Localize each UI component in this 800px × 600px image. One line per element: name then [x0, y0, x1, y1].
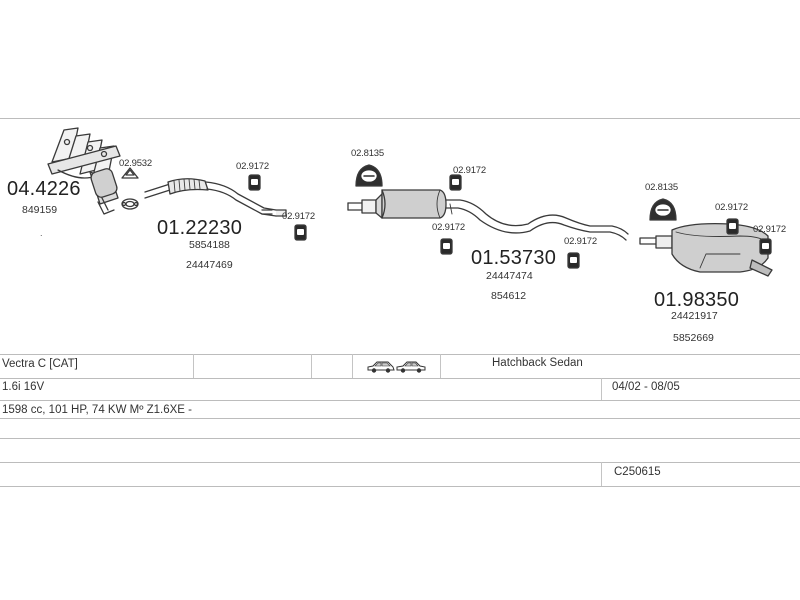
part-ref-rear-silencer-2: 5852669 — [673, 332, 714, 344]
table-rule-2 — [0, 378, 800, 379]
hanger-label-a: 02.8135 — [351, 148, 384, 159]
engine: 1.6i 16V — [2, 381, 45, 393]
exhaust-manifold-catalyst — [47, 127, 121, 215]
hanger-label-b: 02.8135 — [645, 182, 678, 193]
exhaust-system-diagram: . — [40, 127, 773, 277]
table-rule-6 — [0, 462, 800, 463]
clamp-02-9172-f — [726, 218, 739, 235]
table-col-divider-4 — [440, 354, 441, 378]
part-code-center-silencer: 01.53730 — [471, 247, 557, 269]
part-ref-manifold-1: 849159 — [22, 204, 58, 216]
clamp-02-9172-g — [759, 238, 772, 255]
production-years: 04/02 - 08/05 — [612, 381, 680, 393]
clamp-02-9172-c — [449, 174, 462, 191]
table-rule-7 — [0, 486, 800, 487]
catalog-code: C250615 — [614, 466, 661, 478]
table-col-divider-6 — [601, 462, 602, 486]
clamp-02-9172-b — [294, 224, 307, 241]
engine-specs: 1598 cc, 101 HP, 74 KW Mº Z1.6XE - — [2, 404, 192, 416]
clamp-label-g: 02.9172 — [753, 224, 786, 235]
part-ref-center-silencer-2: 854612 — [491, 290, 527, 302]
clamp-label-e: 02.9172 — [564, 236, 597, 247]
hanger-02-8135-b — [649, 198, 677, 221]
table-rule-3 — [0, 400, 800, 401]
part-code-rear-silencer: 01.98350 — [654, 289, 740, 311]
table-rule-1 — [0, 354, 800, 355]
clamp-02-9172-d — [440, 238, 453, 255]
table-rule-4 — [0, 418, 800, 419]
clamp-label-b: 02.9172 — [282, 211, 315, 222]
top-divider — [0, 118, 800, 119]
table-col-divider-5 — [601, 378, 602, 400]
sedan-car-icon — [396, 361, 426, 373]
clamp-label-f: 02.9172 — [715, 202, 748, 213]
clamp-label-a: 02.9172 — [236, 161, 269, 172]
part-code-front-pipe: 01.22230 — [157, 217, 243, 239]
part-ref-center-silencer-1: 24447474 — [486, 270, 533, 282]
part-code-manifold: 04.4226 — [7, 178, 81, 200]
hanger-02-8135-a — [355, 164, 383, 187]
clamp-label-c: 02.9172 — [453, 165, 486, 176]
table-rule-5 — [0, 438, 800, 439]
part-ref-front-pipe-2: 24447469 — [186, 259, 233, 271]
hatchback-car-icon — [367, 361, 395, 373]
vehicle-model: Vectra C [CAT] — [2, 358, 78, 370]
body-type: Hatchback Sedan — [492, 357, 583, 369]
table-col-divider-3 — [352, 354, 353, 378]
gasket-label: 02.9532 — [119, 158, 152, 169]
front-pipe-01-22230 — [144, 178, 287, 217]
clamp-02-9172-e — [567, 252, 580, 269]
clamp-02-9172-a — [248, 174, 261, 191]
gasket-02-9532 — [121, 167, 139, 210]
table-col-divider-1 — [193, 354, 194, 378]
part-ref-rear-silencer-1: 24421917 — [671, 310, 718, 322]
clamp-label-d: 02.9172 — [432, 222, 465, 233]
part-ref-front-pipe-1: 5854188 — [189, 239, 230, 251]
center-silencer-01-53730 — [347, 189, 629, 241]
dot-mark: . — [40, 228, 43, 238]
table-col-divider-2 — [311, 354, 312, 378]
rear-silencer-01-98350 — [639, 222, 773, 277]
